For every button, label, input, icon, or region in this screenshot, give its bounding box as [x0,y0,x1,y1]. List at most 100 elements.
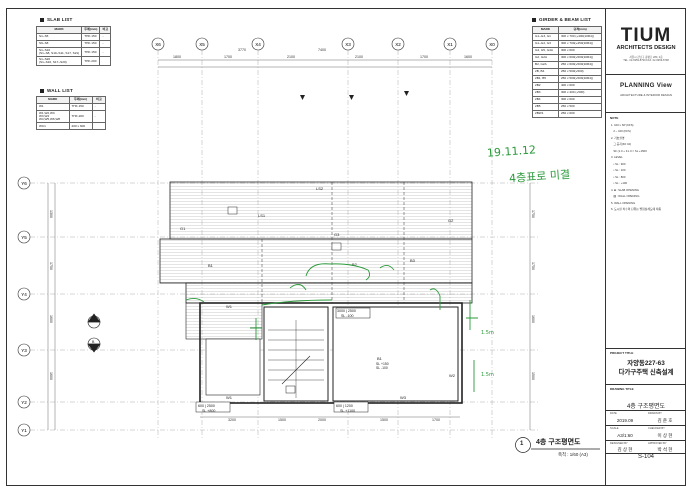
notes-title: NOTE [610,116,619,120]
note-item: • SL : 100 [611,168,626,173]
table-row: S1~S20 (S1~S16, S17~S20)THK.200 [35,56,112,67]
drawing-number-circle [515,437,531,453]
title-block: TIUM ARCHITECTS DESIGN 서울시 강남구 광평로 280, … [605,8,686,486]
svg-text:Y2: Y2 [21,400,27,405]
table-cell [99,56,112,67]
note-item: 3. LEVEL [611,155,623,160]
svg-text:Y3: Y3 [21,348,27,353]
table-cell: W1,W2,W3 W3,W4 W4,W5,W6,W8 [36,109,70,124]
plan-title: 4층 구조평면도 [536,439,581,446]
svg-text:X1: X1 [447,42,453,47]
firm-logo-sub: ARCHITECTS DESIGN [616,45,676,51]
dim-right-3: 1600 [531,315,535,323]
note-item: • SL : 800 [611,174,626,179]
table-cell: - [91,109,107,124]
drawing-title-label: DRAWING TITLE [610,387,634,391]
dim-bottom-1: 3200 [228,418,236,422]
slab-label-ls2: LS2 [316,186,324,191]
opening-top-level: SL -100 [341,314,354,318]
table-cell: - [99,46,112,58]
girder-label-g2: G2 [448,218,454,223]
dim-bottom-2: 1500 [278,418,286,422]
dim-top-2: 1700 [224,55,232,59]
note-item: 4. ■ : SLAB OPENING [611,187,639,192]
project-label: PROJECT TITLE [610,351,634,355]
dim-top-1: 1800 [173,55,181,59]
level-markers [300,91,409,100]
date-label: DATE [610,412,617,415]
dim-bottom-3: 2000 [318,418,326,422]
note-item: 5. WALL OPENING [611,200,636,205]
grid-bubble-y3: Y3 [17,343,31,357]
sheet-number: S-104 [637,454,654,460]
note-item: SF (1.0 + F.L 0 = SL +1500 [611,148,647,153]
grid-bubble-y2: Y2 [17,395,31,409]
grid-bubble-y4: Y4 [17,287,31,301]
opening-b1-size: 600 | 2500 [198,404,215,408]
designed-value: 김 상 현 [617,447,633,452]
svg-text:X2: X2 [395,42,401,47]
girder-list-title: GIRDER & BEAM LIST [532,17,591,22]
drawn-label: DRAWN BY [648,412,662,415]
dim-bottom-5: 1700 [432,418,440,422]
grid-bubble-x3: X3 [341,37,355,51]
grid-bubble-x4: X4 [251,37,265,51]
plan-scale: 축척 : 1/60 (A3) [558,452,588,457]
wall-list-title: WALL LIST [40,88,73,93]
drawing-title: 4층 구조평면도 [626,404,666,410]
checked-label: CHECKED BY [648,427,665,430]
note-item: ▨ : WALL OPENING [611,194,640,199]
girder-label-g1: G1 [180,226,186,231]
dim-top-4: 2100 [355,55,363,59]
firm-address: 서울시 강남구 광평로 280, 2층 TEL. 02-6959-8799 FA… [623,56,669,63]
sheet-frame [6,8,686,486]
dim-right-1: 1750 [531,210,535,218]
scale-label: SCALE [610,427,619,430]
opening-top-size: 3000 | 2500 [337,309,356,313]
table-cell [91,122,107,131]
note-item: 1. 100 x SP (KFS) [611,123,634,127]
date-value: 2019.09 [616,418,634,423]
dim-left-2: 1750 [49,262,53,270]
grid-bubble-x2: X2 [391,37,405,51]
opening-b1-level: SL +800 [202,409,216,413]
grid-bubble-y6: Y6 [17,176,31,190]
svg-text:X4: X4 [255,42,261,47]
dim-left-4: 1600 [49,372,53,380]
designed-label: DESIGNED BY [610,442,628,445]
svg-text:Y1: Y1 [21,428,27,433]
section-a-letter: A [92,318,95,322]
dim-right-4: 1500 [531,372,535,380]
grid-bubble-x1: X1 [443,37,457,51]
drawn-value: 김 준 호 [657,418,673,423]
project-title: 자양동227-63 다가구주택 신축설계 [618,360,674,376]
firm-logo: TIUM [620,25,672,46]
note-item: • SL : 900 [611,161,626,166]
dim-left-1: 1300 [49,210,53,218]
svg-text:Y4: Y4 [21,292,27,297]
note-item: 그 공지(KF 10) [611,142,632,147]
dim-bottom-4: 1500 [380,418,388,422]
wall-label-w1-bottom: W1 [226,395,232,400]
dim-top-5: 1700 [420,55,428,59]
svg-text:Y6: Y6 [21,181,27,186]
section-markers [87,313,101,353]
note-item: 6. 도시된 치수의 단위는 별첨상세도에 따름 [611,207,661,212]
dim-top-total-1: 3770 [238,48,246,52]
table-cell: 250 x 600 [557,110,603,118]
svg-text:X5: X5 [199,42,205,47]
grid-bubble-x5: X5 [195,37,209,51]
dim-top-3: 2100 [287,55,295,59]
grid-bubble-x6: X6 [151,37,165,51]
slab-list-title: SLAB LIST [40,17,73,22]
grid-bubble-x0: X0 [485,37,499,51]
handwritten-height-1: 1.5m [481,330,494,336]
table-cell: THK.200 [81,56,101,67]
